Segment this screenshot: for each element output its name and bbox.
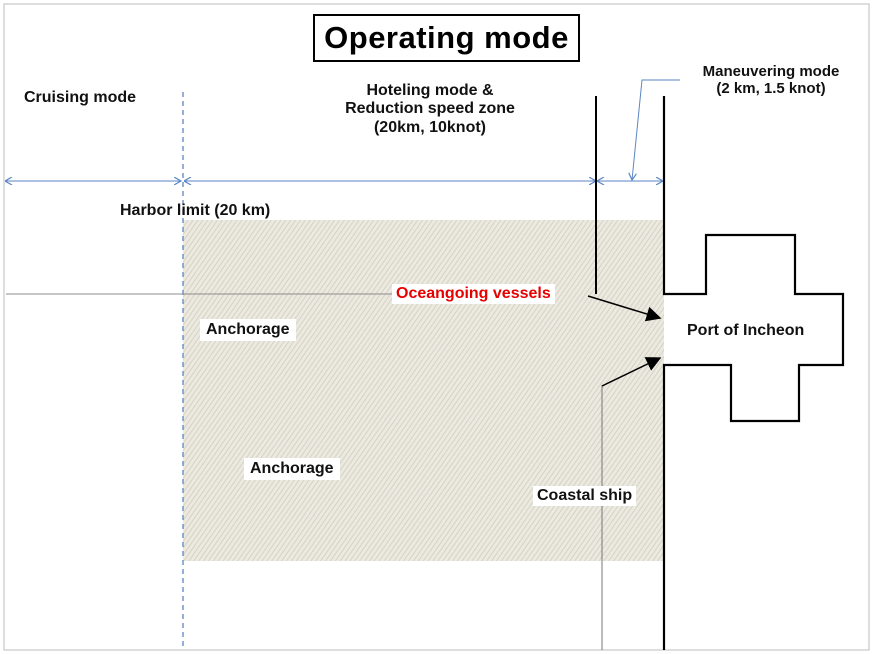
anchorage-label-1: Anchorage (200, 319, 296, 342)
oceangoing-arrow (587, 295, 662, 322)
hoteling-line-1: Hoteling mode & (366, 82, 494, 99)
hoteling-line-2: Reduction speed zone (345, 100, 515, 118)
harbor-limit-label: Harbor limit (20 km) (120, 202, 271, 219)
diagram-title: Operating mode (313, 14, 580, 62)
outer-frame (3, 3, 870, 651)
maneuvering-line-2: (2 km, 1.5 knot) (716, 80, 826, 98)
coastal-arrow (601, 357, 662, 387)
oceangoing-vessels-label: Oceangoing vessels (392, 284, 555, 305)
hoteling-mode-label: Hoteling mode & Reduction speed zone (20… (300, 82, 560, 137)
cruising-mode-label: Cruising mode (24, 89, 137, 106)
port-of-incheon-label: Port of Incheon (687, 322, 805, 339)
maneuvering-line-1: Maneuvering mode (702, 63, 840, 80)
port-coastline (662, 96, 845, 650)
anchorage-area (183, 220, 664, 561)
anchorage-label-2: Anchorage (244, 458, 340, 481)
coastal-ship-label: Coastal ship (533, 486, 637, 507)
maneuvering-mode-label: Maneuvering mode (2 km, 1.5 knot) (676, 63, 866, 98)
maneuvering-pointer (632, 79, 680, 180)
hoteling-line-3: (20km, 10knot) (373, 118, 487, 136)
